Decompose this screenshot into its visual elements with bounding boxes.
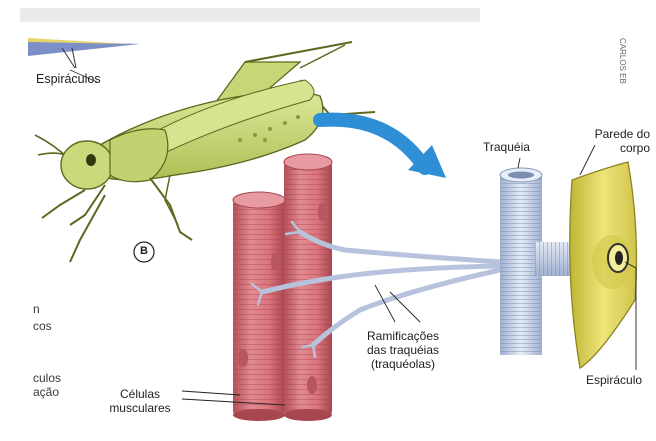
cropped-text-3: culos [33,372,61,385]
celulas-line2: musculares [100,402,180,415]
cropped-text-1: n [33,303,40,316]
faded-header-strip [20,8,480,22]
top-left-band [28,38,140,68]
spiracle [608,244,628,272]
espiraculos-label: Espiráculos [36,73,101,86]
ramificacoes-line2: das traquéias [353,344,453,357]
parede-line2: corpo [560,142,650,155]
artist-credit: CARLOS EB [618,38,627,84]
ramificacoes-line1: Ramificações [353,330,453,343]
parede-line1: Parede do [560,128,650,141]
ramificacoes-line3: (traquéolas) [353,358,453,371]
celulas-line1: Células [100,388,180,401]
cropped-text-2: cos [33,320,52,333]
panel-b-label: B [138,245,150,258]
cropped-text-4: ação [33,386,59,399]
espiraculo-label: Espiráculo [586,374,642,387]
traqueia-label: Traquéia [483,141,530,154]
direction-arrow [320,120,446,178]
